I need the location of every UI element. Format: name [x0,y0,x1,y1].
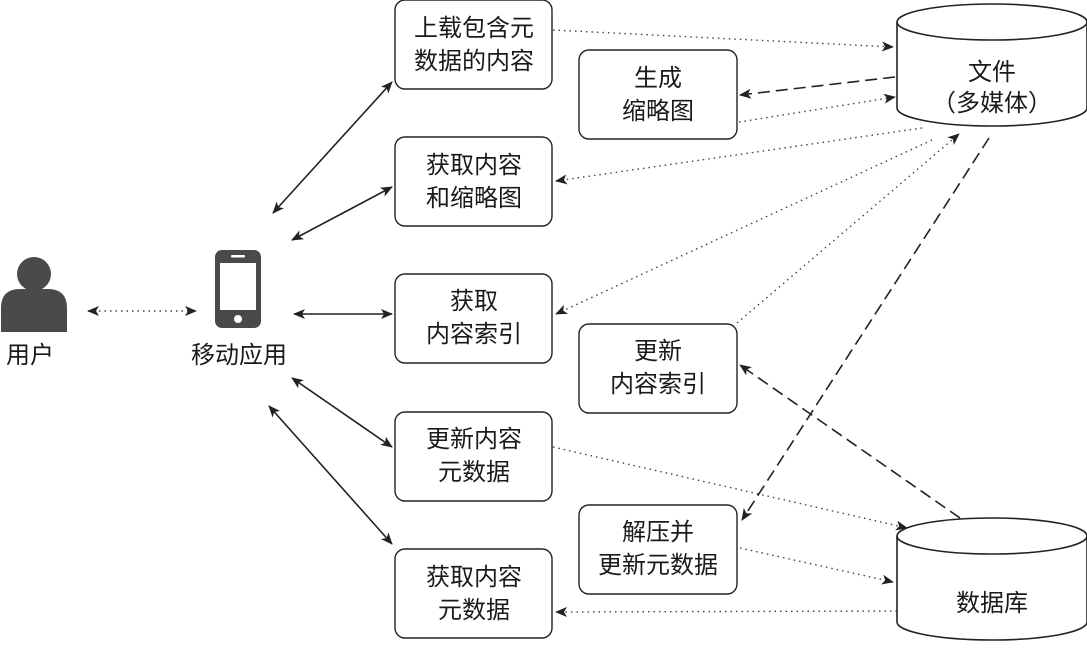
edge-app-upload [272,81,393,214]
edge-db-update-index [739,364,961,519]
upload-line1: 上载包含元 [414,14,534,42]
edge-app-get-meta [268,405,393,545]
mobile-app: 移动应用 [191,250,287,369]
smartphone-icon [215,250,261,328]
process-decompress: 解压并 更新元数据 [578,504,738,595]
user-label: 用户 [6,341,54,369]
edge-update-meta-db [552,446,908,531]
edge-files-get-index [555,139,933,315]
edge-upload-files [552,29,894,52]
process-update-index: 更新 内容索引 [578,323,738,414]
update-meta-line2: 元数据 [438,458,510,486]
user: 用户 [1,257,67,369]
person-icon [1,257,67,332]
edge-files-get-content-thumb [555,127,923,185]
process-get-meta: 获取内容 元数据 [394,548,553,639]
decompress-line2: 更新元数据 [598,551,718,579]
edge-thumb-files [738,93,896,123]
update-index-line2: 内容索引 [610,370,706,398]
edge-update-index-files [736,133,960,324]
connectors [87,29,990,617]
process-get-index: 获取 内容索引 [394,273,553,364]
get-content-thumb-line2: 和缩略图 [426,184,522,212]
update-index-line1: 更新 [634,337,682,365]
store-files: 文件 （多媒体） [896,3,1087,127]
edge-decompress-db [739,547,894,585]
process-upload: 上载包含元 数据的内容 [394,0,553,90]
edge-app-get-content-thumb [291,186,393,241]
process-get-content-thumb: 获取内容 和缩略图 [394,136,553,227]
gen-thumb-line1: 生成 [634,64,682,92]
edge-files-decompress [741,137,990,521]
upload-line2: 数据的内容 [414,47,534,75]
store-database: 数据库 [896,517,1087,641]
edge-files-gen-thumb [739,76,896,99]
get-index-line2: 内容索引 [426,320,522,348]
files-line1: 文件 [968,58,1016,86]
process-update-meta: 更新内容 元数据 [394,411,553,502]
gen-thumb-line2: 缩略图 [622,97,694,125]
get-meta-line1: 获取内容 [426,563,522,591]
edge-db-get-meta [555,606,898,617]
database-label: 数据库 [956,589,1028,617]
files-line2: （多媒体） [932,89,1052,117]
update-meta-line1: 更新内容 [426,425,522,453]
edge-app-update-meta [291,377,393,448]
app-label: 移动应用 [191,341,287,369]
get-content-thumb-line1: 获取内容 [426,151,522,179]
get-index-line1: 获取 [450,287,498,315]
decompress-line1: 解压并 [622,518,694,546]
get-meta-line2: 元数据 [438,596,510,624]
process-gen-thumb: 生成 缩略图 [578,49,738,140]
